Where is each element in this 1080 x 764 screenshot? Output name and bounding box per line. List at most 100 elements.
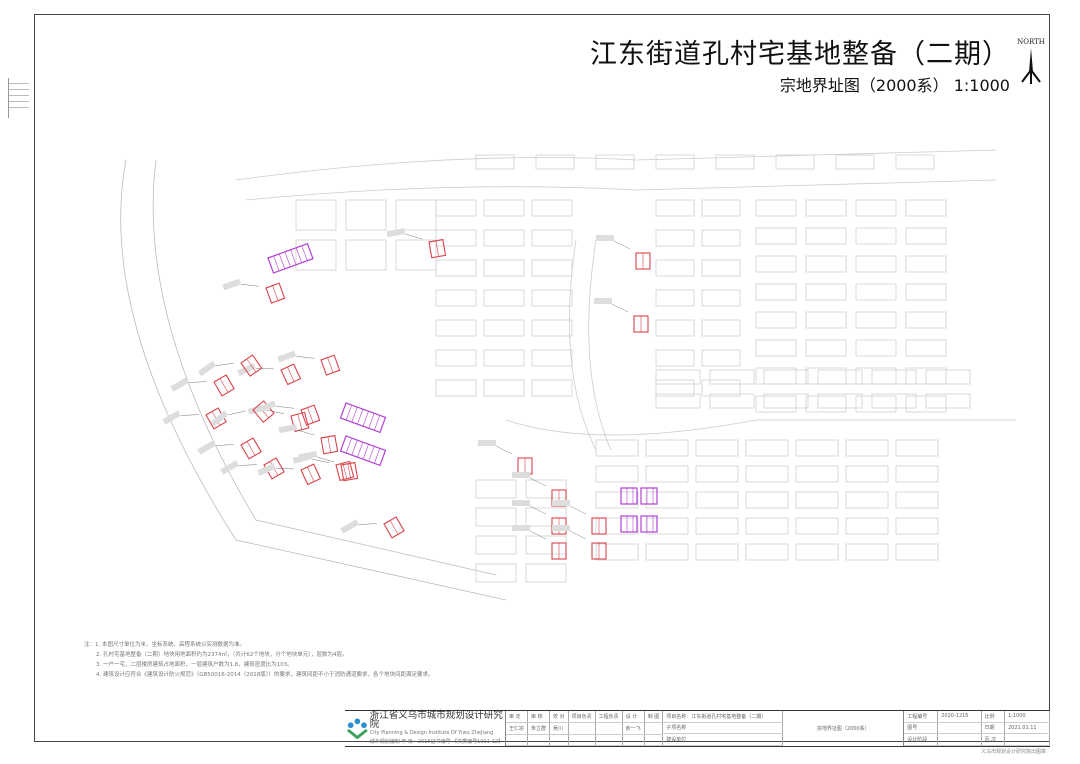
drawing-subtitle: 宗地界址图（2000系） 1:1000 xyxy=(779,76,1010,95)
building-block xyxy=(845,465,889,483)
drawing-title: 江东街道孔村宅基地整备（二期） xyxy=(590,39,1010,70)
parcel-red xyxy=(386,228,447,259)
building-block xyxy=(655,259,695,277)
building-block xyxy=(925,393,971,409)
signer-cell: 朱立群 xyxy=(527,722,551,736)
parcel-divider xyxy=(389,520,399,535)
building-block xyxy=(655,319,695,337)
coordinate-label xyxy=(237,362,256,377)
building-block xyxy=(595,491,639,509)
building-block xyxy=(855,255,897,273)
meta-cell: 图号 xyxy=(904,722,939,735)
coordinate-label xyxy=(257,462,276,477)
building-block xyxy=(805,311,847,329)
building-block xyxy=(475,535,517,555)
building-block xyxy=(595,517,639,535)
building-block xyxy=(645,465,689,483)
signature-table: 审 定审 核校 对项目负责工程负责设 计制 图王仁宗朱立群吴川俞一飞 xyxy=(506,711,664,746)
coordinate-label xyxy=(340,519,359,534)
building-block xyxy=(709,393,755,409)
building-block xyxy=(695,439,739,457)
building-block xyxy=(855,199,897,217)
label-leader xyxy=(405,233,423,240)
label-leader xyxy=(297,429,315,436)
meta-cell: 比例 xyxy=(981,711,1005,723)
parcel-red xyxy=(257,462,322,486)
parcel-divider xyxy=(219,378,229,393)
label-leader xyxy=(238,464,257,466)
building-block xyxy=(805,255,847,273)
building-block xyxy=(763,369,809,385)
building-block xyxy=(295,199,337,231)
signer-cell xyxy=(568,722,596,736)
building-block xyxy=(525,535,567,555)
parcel-divider xyxy=(284,251,291,267)
parcel-red xyxy=(257,400,321,426)
note-line: 3. 一户一宅，二层楼房建筑占地面积，一层建筑户数为1.8，建筑密度比为103。 xyxy=(96,662,293,668)
label-leader xyxy=(569,530,587,540)
label-leader xyxy=(228,410,246,416)
coordinate-label xyxy=(197,440,216,455)
building-block xyxy=(709,369,755,385)
building-block xyxy=(701,289,741,307)
label-leader xyxy=(180,414,199,416)
parcel-divider xyxy=(301,245,308,261)
coordinate-label xyxy=(552,500,570,506)
building-block xyxy=(435,229,477,247)
parcel-purple xyxy=(640,487,658,505)
parcel-divider xyxy=(278,253,286,270)
building-block xyxy=(795,439,839,457)
parcel-divider xyxy=(272,285,279,301)
coordinate-label xyxy=(220,460,239,475)
building-block xyxy=(701,229,741,247)
building-block xyxy=(345,239,387,271)
label-leader xyxy=(569,505,587,515)
building-block xyxy=(645,543,689,561)
building-block xyxy=(531,229,573,247)
blank-cell xyxy=(595,734,623,746)
building-block xyxy=(435,199,477,217)
building-block xyxy=(475,563,517,583)
role-cell: 审 定 xyxy=(506,711,529,723)
building-block xyxy=(695,491,739,509)
building-block xyxy=(435,319,477,337)
building-block xyxy=(755,227,797,245)
parcel-divider xyxy=(362,411,369,427)
label-leader xyxy=(215,444,234,446)
building-block xyxy=(483,259,525,277)
role-cell: 审 核 xyxy=(527,711,551,723)
building-block xyxy=(745,465,789,483)
building-block xyxy=(895,517,939,535)
meta-cell xyxy=(1004,733,1051,746)
parcel-purple xyxy=(620,515,638,533)
parcel-red xyxy=(512,525,567,560)
parcel-red xyxy=(277,350,341,376)
building-block xyxy=(531,289,573,307)
parcel-divider xyxy=(295,247,302,263)
label-leader xyxy=(358,523,377,525)
blank-cell xyxy=(506,734,529,746)
institute-logo-icon xyxy=(346,718,368,739)
parcel-outline xyxy=(213,374,235,397)
building-block xyxy=(701,259,741,277)
sub-item-label: 子项名称 xyxy=(663,722,784,735)
label-leader xyxy=(188,381,207,383)
institute-license: 城乡规划编制 甲 级 2015证书编号 【资质编号1011-12】 xyxy=(369,738,504,745)
parcel-divider xyxy=(307,407,314,423)
parcel-divider xyxy=(368,446,375,462)
coordinate-label xyxy=(478,440,496,446)
meta-cell: 2021.01.11 xyxy=(1004,722,1051,735)
building-block xyxy=(745,491,789,509)
building-block xyxy=(795,491,839,509)
label-leader xyxy=(296,356,315,359)
parcel-outline xyxy=(620,487,638,505)
building-block xyxy=(645,439,689,457)
label-leader xyxy=(276,406,295,409)
parcel-divider xyxy=(290,249,297,265)
role-cell: 项目负责 xyxy=(568,711,596,723)
note-line: 注：1. 本图尺寸单位为米，坐标系统、高程系统以实测数据为准。 xyxy=(84,642,245,648)
title-block: 浙江省义乌市城市规划设计研究院 City Planning & Design I… xyxy=(345,710,1051,747)
building-block xyxy=(701,319,741,337)
building-block xyxy=(763,393,809,409)
building-block xyxy=(817,393,863,409)
